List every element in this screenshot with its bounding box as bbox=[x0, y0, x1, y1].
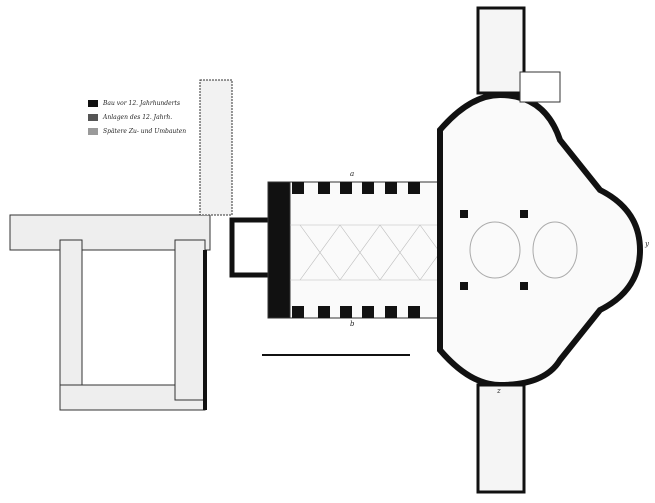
courtyard bbox=[81, 249, 176, 386]
marker-z: z bbox=[497, 387, 501, 395]
legend-label: Anlagen des 12. Jahrh. bbox=[103, 113, 173, 121]
marker-b: b bbox=[350, 320, 355, 328]
legend-item: Anlagen des 12. Jahrh. bbox=[88, 110, 186, 124]
east-choir bbox=[437, 91, 644, 389]
cloister-east-wing bbox=[174, 239, 206, 401]
marker-y: y bbox=[645, 240, 649, 248]
legend-swatch bbox=[88, 99, 98, 107]
north-annex bbox=[476, 6, 526, 95]
south-annex bbox=[476, 383, 526, 494]
legend-label: Bau vor 12. Jahrhunderts bbox=[103, 99, 181, 107]
north-corridor bbox=[199, 79, 233, 216]
legend-swatch bbox=[88, 113, 98, 121]
legend: Bau vor 12. Jahrhunderts Anlagen des 12.… bbox=[88, 96, 186, 138]
porch bbox=[229, 217, 275, 278]
legend-label: Spätere Zu- und Umbauten bbox=[103, 127, 187, 135]
legend-item: Spätere Zu- und Umbauten bbox=[88, 124, 186, 138]
legend-item: Bau vor 12. Jahrhunderts bbox=[88, 96, 186, 110]
marker-a: a bbox=[350, 170, 355, 178]
legend-swatch bbox=[88, 127, 98, 135]
